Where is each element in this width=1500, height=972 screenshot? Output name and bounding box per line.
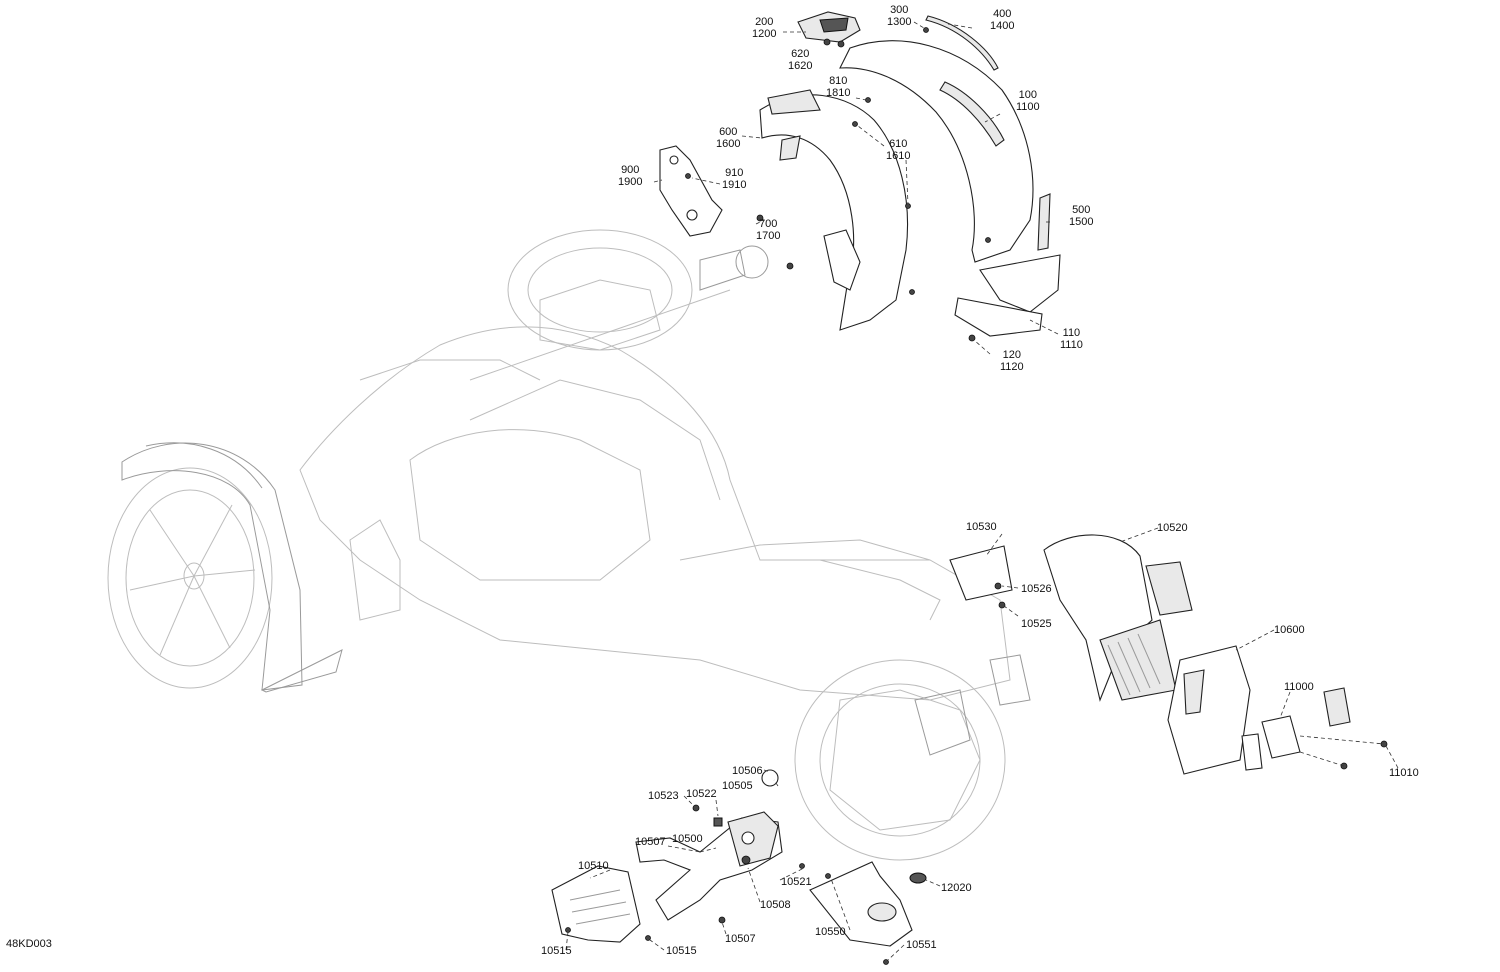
label-10505: 10505	[722, 780, 753, 792]
front-fender-assembly	[659, 11, 1061, 337]
label-10521: 10521	[781, 876, 812, 888]
label-10550: 10550	[815, 926, 846, 938]
label-10515-right: 10515	[666, 945, 697, 957]
label-10551: 10551	[906, 939, 937, 951]
label-10525: 10525	[1021, 618, 1052, 630]
part-10530-plate	[949, 545, 1013, 601]
part-10600-cover	[1167, 645, 1251, 775]
part-500-decal	[1037, 193, 1051, 251]
front-hardware	[653, 21, 1059, 355]
label-10600: 10600	[1274, 624, 1305, 636]
label-10530: 10530	[966, 521, 997, 533]
rear-parts	[949, 527, 1399, 775]
engine-outline	[409, 429, 651, 581]
part-11000-bracket	[1261, 715, 1301, 759]
label-10510: 10510	[578, 860, 609, 872]
part-400-strip	[925, 15, 999, 71]
part-10550-cover	[809, 861, 913, 947]
label-10520: 10520	[1157, 522, 1188, 534]
label-10526: 10526	[1021, 583, 1052, 595]
part-110-flap	[954, 297, 1043, 337]
label-10500: 10500	[672, 833, 703, 845]
part-10510-cover	[551, 865, 641, 943]
part-12020-cap	[909, 872, 927, 884]
part-100-fender	[839, 40, 1034, 263]
left-wheel-outline	[107, 467, 273, 689]
label-10507-bottom: 10507	[725, 933, 756, 945]
rear-wheel-outline	[794, 659, 1006, 861]
body-outline	[299, 326, 1011, 701]
vehicle-ghost	[107, 229, 1031, 861]
label-12020: 12020	[941, 882, 972, 894]
label-11010: 11010	[1389, 767, 1419, 779]
part-600-fender	[759, 94, 909, 331]
label-11000: 11000	[1284, 681, 1314, 693]
label-10515-left: 10515	[541, 945, 572, 957]
label-10523: 10523	[648, 790, 679, 802]
label-10507-top: 10507	[635, 836, 666, 848]
bottom-assembly	[551, 769, 941, 965]
label-10506: 10506	[732, 765, 763, 777]
label-10522: 10522	[686, 788, 717, 800]
document-id: 48KD003	[6, 938, 52, 950]
part-900-bracket	[659, 145, 723, 237]
label-10508: 10508	[760, 899, 791, 911]
left-fender-outline	[121, 442, 303, 691]
